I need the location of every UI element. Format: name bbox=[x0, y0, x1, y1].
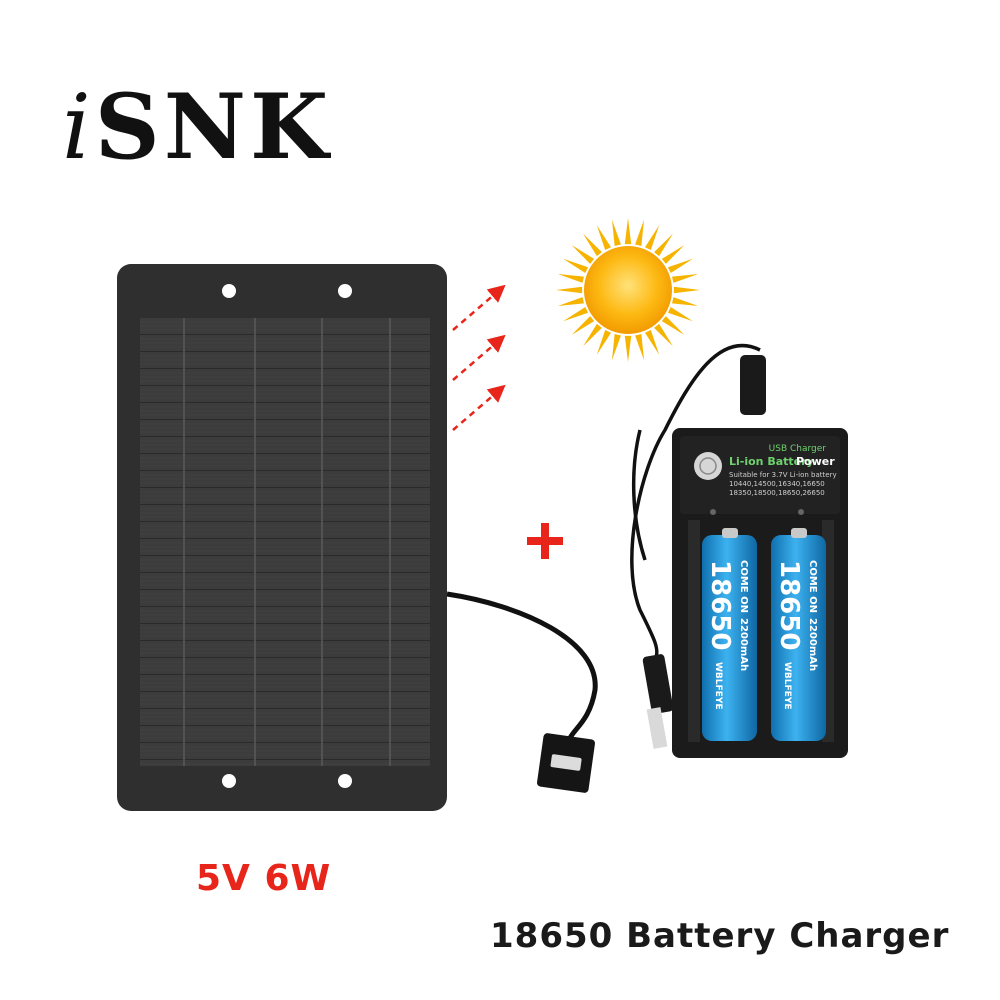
battery-right: 18650 COME ON 2200mAh WBLFEYE bbox=[771, 528, 826, 741]
plus-icon bbox=[527, 523, 563, 559]
charger-title-right: Power bbox=[796, 455, 835, 468]
panel-usb-cable bbox=[446, 591, 598, 793]
solar-panel bbox=[117, 264, 447, 811]
battery-left: 18650 COME ON 2200mAh WBLFEYE bbox=[702, 528, 757, 741]
charger-compat-line2: 10440,14500,16340,16650 bbox=[729, 480, 825, 488]
battery-left-brand: COME ON bbox=[738, 560, 749, 613]
power-button-icon bbox=[694, 452, 722, 480]
battery-right-capacity: 2200mAh bbox=[807, 618, 818, 671]
brand-logo: iSNK bbox=[62, 82, 332, 173]
battery-right-size: 18650 bbox=[774, 560, 804, 650]
charger-compat-line3: 18350,18500,18650,26650 bbox=[729, 489, 825, 497]
battery-left-size: 18650 bbox=[705, 560, 735, 650]
battery-right-brand: COME ON bbox=[807, 560, 818, 613]
product-caption: 18650 Battery Charger bbox=[490, 916, 950, 956]
battery-right-maker: WBLFEYE bbox=[782, 662, 792, 709]
charger-usb-cable bbox=[630, 343, 761, 661]
panel-spec-label: 5V 6W bbox=[196, 858, 332, 899]
charger-compat-line1: Suitable for 3.7V Li-ion battery bbox=[729, 471, 837, 479]
logo-name: SNK bbox=[94, 74, 333, 180]
logo-prefix: i bbox=[62, 75, 95, 180]
sun-icon bbox=[556, 218, 700, 362]
micro-usb-plug bbox=[740, 355, 766, 415]
usb-a-plug-tip bbox=[646, 707, 668, 749]
usb-a-plug bbox=[642, 654, 674, 714]
charger-title-left: Li-ion Battery bbox=[729, 455, 814, 468]
sunlight-arrows bbox=[452, 284, 506, 431]
charger-header: USB Charger bbox=[769, 444, 827, 454]
battery-left-capacity: 2200mAh bbox=[738, 618, 749, 671]
battery-left-maker: WBLFEYE bbox=[713, 662, 723, 709]
